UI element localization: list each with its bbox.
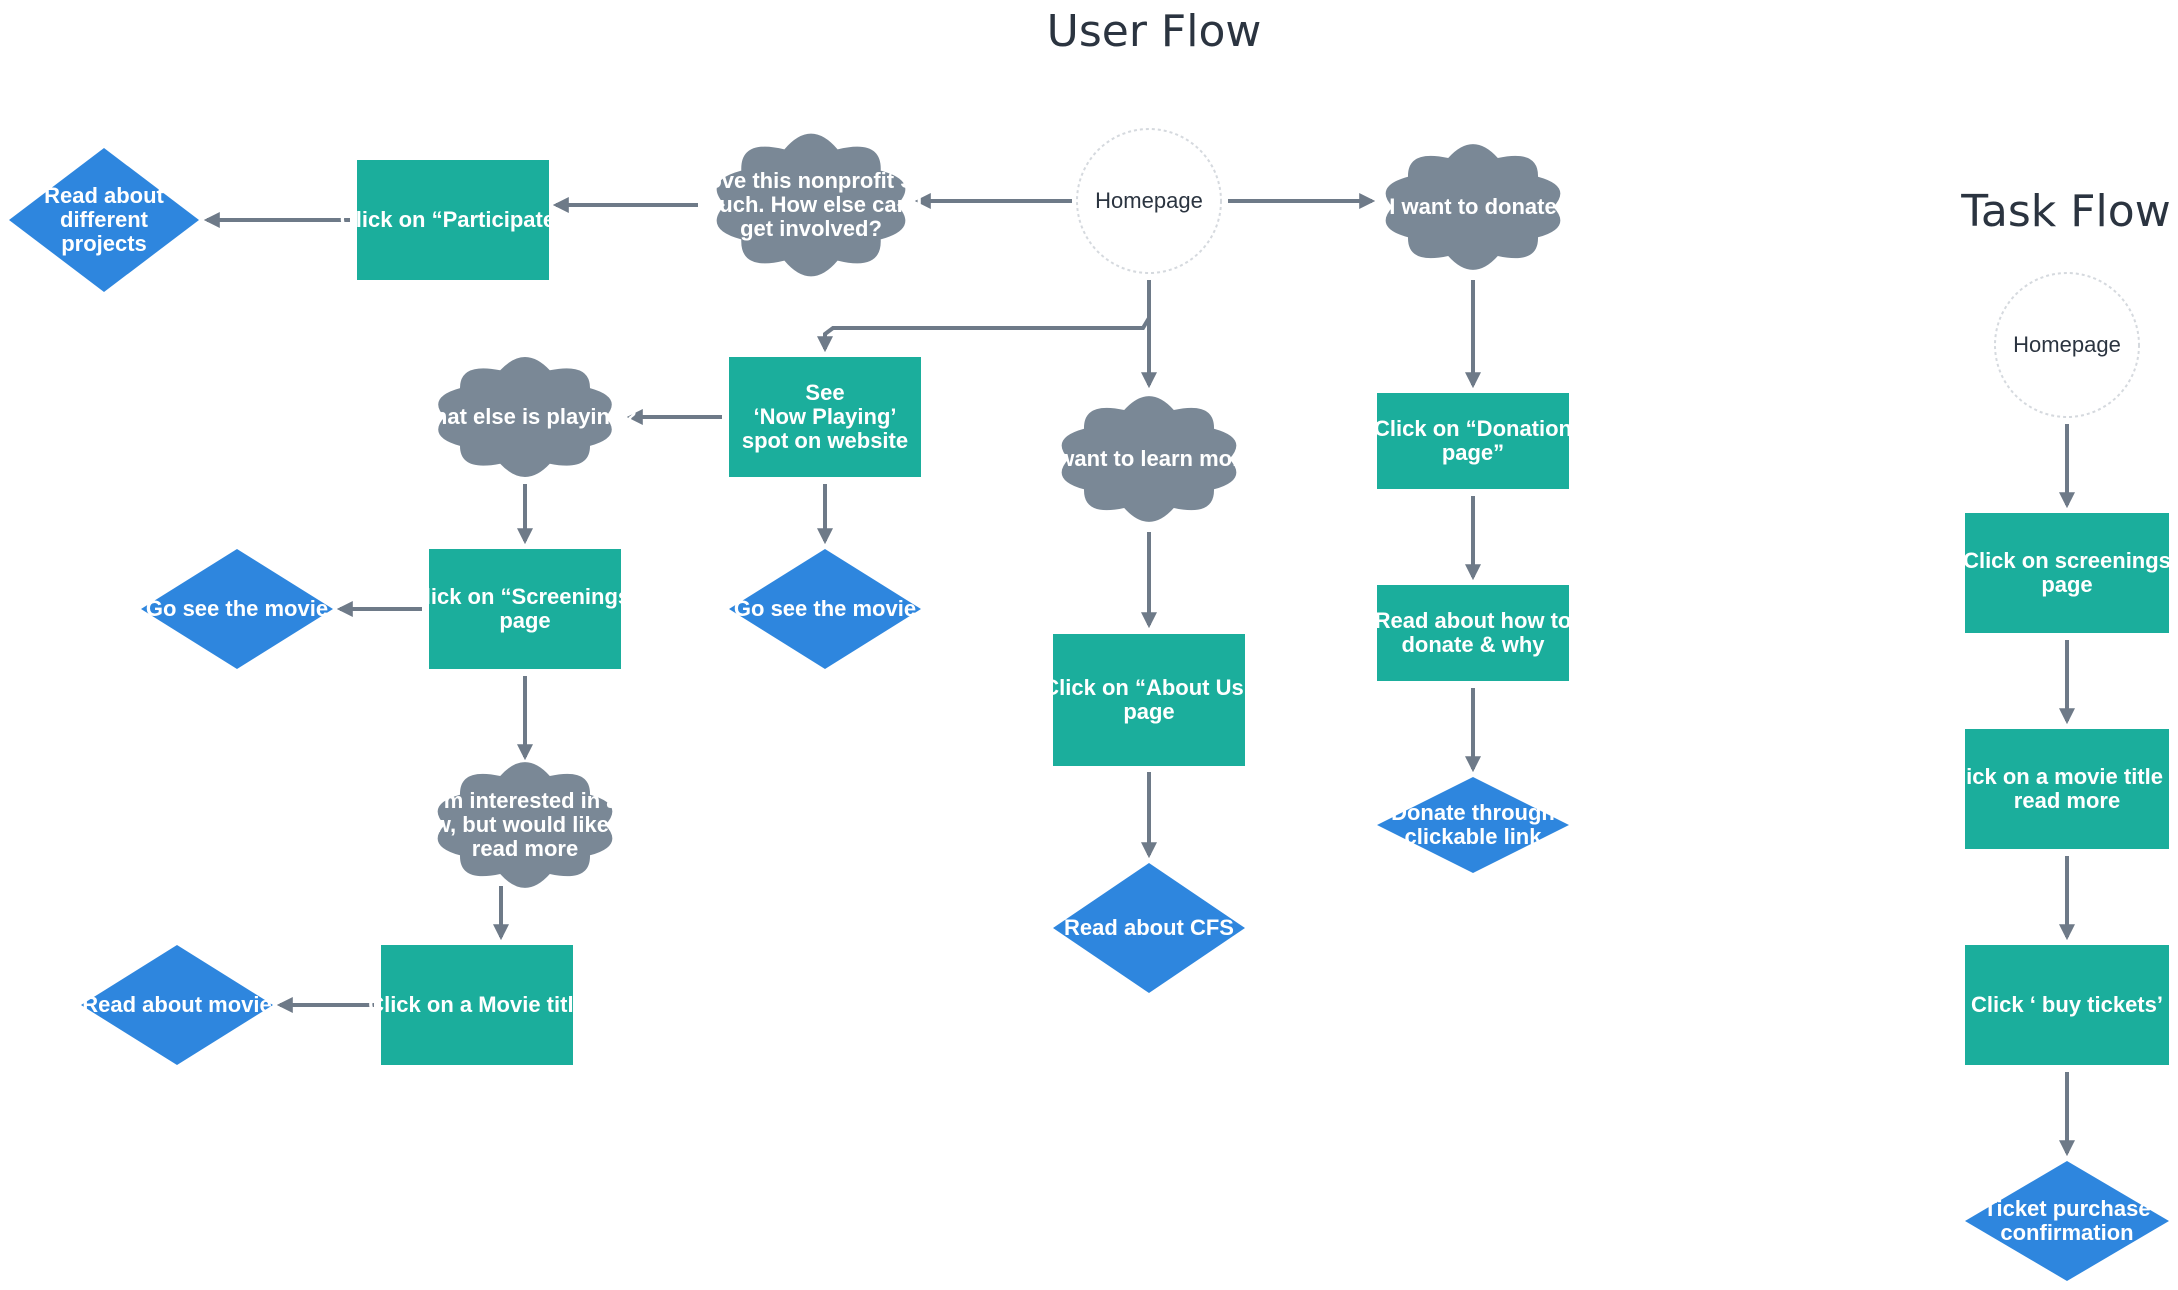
task-start-homepage: Homepage: [1994, 272, 2140, 418]
step-read-how-to-donate-shape: [1377, 585, 1569, 681]
task-flow-title: Task Flow: [1960, 186, 2170, 237]
task-step-buy-tickets-label: Click ‘ buy tickets’: [1971, 992, 2163, 1017]
task-outcome-confirmation-shape: [1965, 1161, 2169, 1281]
step-click-screenings: Click on “Screenings”page: [409, 549, 641, 669]
task-step-movie-title-label: read more: [2014, 788, 2120, 813]
step-see-now-playing-label: spot on website: [742, 428, 908, 453]
task-step-movie-title-shape: [1965, 729, 2169, 849]
step-click-participate-label: Click on “Participate”: [340, 207, 566, 232]
step-click-donation-page-label: page”: [1442, 440, 1504, 465]
thought-interested-label: I’m interested in a: [431, 788, 619, 813]
task-step-screenings-label: Click on screenings: [1963, 548, 2171, 573]
task-outcome-confirmation-label: Ticket purchase: [1983, 1196, 2150, 1221]
task-start-homepage-shape: [1994, 272, 2140, 418]
thought-donate: I want to donate: [1385, 144, 1561, 270]
thought-interested-shape: [437, 762, 613, 888]
thought-what-else-playing-label: What else is playing?: [413, 404, 637, 429]
step-click-donation-page-shape: [1377, 393, 1569, 489]
step-see-now-playing: See‘Now Playing’spot on website: [729, 357, 921, 477]
outcome-read-cfs: Read about CFS: [1053, 863, 1245, 993]
start-homepage-label: Homepage: [1095, 188, 1203, 213]
outcome-read-cfs-shape: [1053, 863, 1245, 993]
thought-donate-label: I want to donate: [1389, 194, 1556, 219]
task-step-screenings-label: page: [2041, 572, 2092, 597]
step-read-how-to-donate-label: Read about how to: [1375, 608, 1572, 633]
connectors: [203, 193, 2075, 1157]
thought-involvement-label: get involved?: [740, 216, 882, 241]
thought-involvement-label: much. How else can I: [700, 192, 923, 217]
step-click-about-us-shape: [1053, 634, 1245, 766]
task-step-buy-tickets-shape: [1965, 945, 2169, 1065]
thought-involvement-label: I love this nonprofit SO: [690, 168, 932, 193]
outcome-read-about-movie: Read about movie: [81, 945, 273, 1065]
task-step-movie-title-label: Click on a movie title to: [1944, 764, 2178, 789]
arrow-home-to-now-playing: [817, 280, 1151, 353]
step-click-about-us-label: Click on “About Us”: [1043, 675, 1254, 700]
step-see-now-playing-shape: [729, 357, 921, 477]
step-click-about-us-label: page: [1123, 699, 1174, 724]
thought-learn-more: I want to learn more: [1045, 396, 1253, 522]
outcome-read-projects-label: Read about: [44, 183, 164, 208]
thought-interested-label: read more: [472, 836, 578, 861]
step-click-movie-title-shape: [381, 945, 573, 1065]
task-outcome-confirmation-label: confirmation: [2000, 1220, 2133, 1245]
step-read-how-to-donate-label: donate & why: [1401, 632, 1545, 657]
outcome-donate-link-label: Donate through: [1391, 800, 1555, 825]
thought-what-else-playing: What else is playing?: [413, 357, 637, 477]
thought-involvement-shape: [716, 133, 906, 277]
outcome-read-about-movie-shape: [81, 945, 273, 1065]
outcome-read-projects-shape: [9, 148, 199, 292]
outcome-donate-link-label: clickable link: [1405, 824, 1543, 849]
thought-donate-shape: [1385, 144, 1561, 270]
step-click-about-us: Click on “About Us”page: [1043, 634, 1255, 766]
step-click-screenings-label: page: [499, 608, 550, 633]
step-click-participate: Click on “Participate”: [340, 160, 566, 280]
outcome-go-see-movie-2-label: Go see the movie: [146, 596, 328, 621]
task-step-buy-tickets: Click ‘ buy tickets’: [1965, 945, 2169, 1065]
outcome-donate-link-shape: [1377, 777, 1569, 873]
outcome-read-projects-label: different: [60, 207, 149, 232]
outcome-go-see-movie-shape: [729, 549, 921, 669]
outcome-go-see-movie: Go see the movie: [729, 549, 921, 669]
step-click-screenings-shape: [429, 549, 621, 669]
start-homepage: Homepage: [1076, 128, 1222, 274]
task-start-homepage-label: Homepage: [2013, 332, 2121, 357]
step-click-movie-title: Click on a Movie title: [368, 945, 586, 1065]
thought-learn-more-label: I want to learn more: [1045, 446, 1253, 471]
step-click-participate-shape: [357, 160, 549, 280]
outcome-go-see-movie-label: Go see the movie: [734, 596, 916, 621]
thought-what-else-playing-shape: [438, 357, 612, 477]
outcome-read-about-movie-label: Read about movie: [82, 992, 271, 1017]
thought-interested-label: few, but would like to: [414, 812, 636, 837]
step-click-movie-title-label: Click on a Movie title: [368, 992, 586, 1017]
step-click-screenings-label: Click on “Screenings”: [409, 584, 641, 609]
task-step-screenings-shape: [1965, 513, 2169, 633]
step-click-donation-page-label: Click on “Donation: [1374, 416, 1572, 441]
step-see-now-playing-label: See: [805, 380, 844, 405]
outcome-read-cfs-label: Read about CFS: [1064, 915, 1234, 940]
step-see-now-playing-label: ‘Now Playing’: [753, 404, 896, 429]
outcome-go-see-movie-2-shape: [141, 549, 333, 669]
outcome-read-projects-label: projects: [61, 231, 147, 256]
start-homepage-shape: [1076, 128, 1222, 274]
outcome-go-see-movie-2: Go see the movie: [141, 549, 333, 669]
user-flow-title: User Flow: [1047, 6, 1262, 57]
thought-learn-more-shape: [1061, 396, 1237, 522]
